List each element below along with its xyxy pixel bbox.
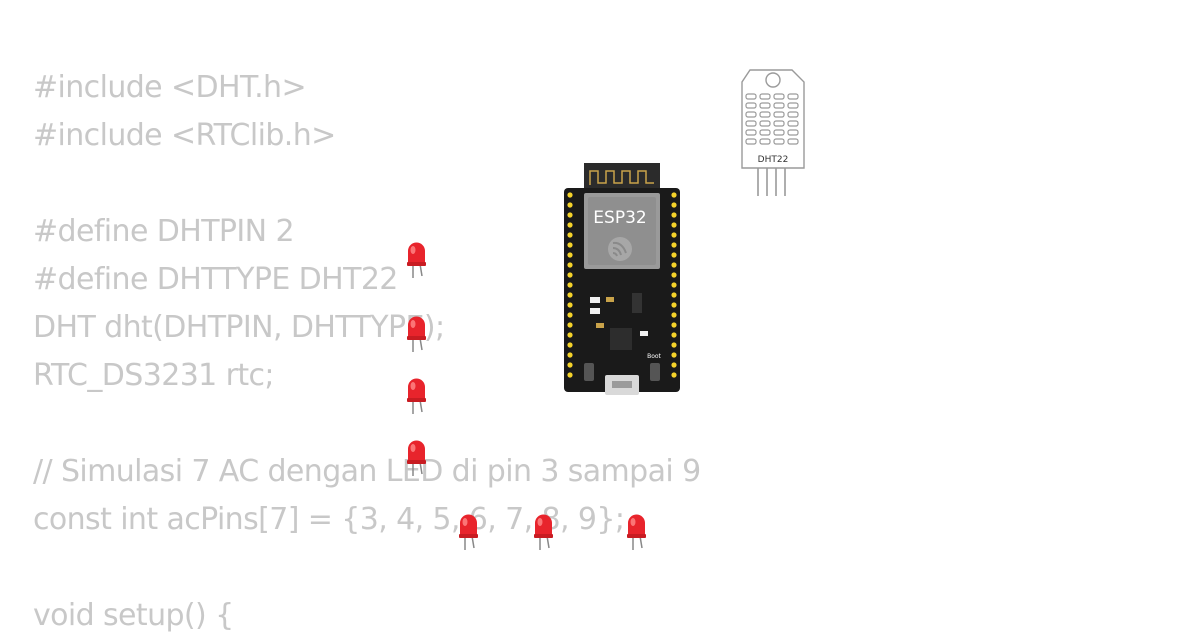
code-line: const int acPins[7] = {3, 4, 5, 6, 7, 8,… (33, 502, 625, 537)
code-line: RTC_DS3231 rtc; (33, 358, 275, 393)
code-background: #include <DHT.h> #include <RTClib.h> #defi… (33, 64, 701, 640)
led-icon (459, 514, 478, 550)
led-icon (534, 514, 553, 550)
led-6[interactable] (532, 512, 556, 552)
dht22-label: DHT22 (758, 155, 789, 165)
led-7[interactable] (625, 512, 649, 552)
esp32-board-graphic: ESP32 Boot (564, 163, 680, 395)
code-line (33, 400, 701, 448)
boot-label: Boot (647, 353, 661, 360)
led-4[interactable] (405, 438, 429, 478)
led-2[interactable] (405, 314, 429, 354)
code-line: #include <DHT.h> (33, 70, 307, 105)
led-icon (627, 514, 646, 550)
led-5[interactable] (457, 512, 481, 552)
dht22-sensor[interactable]: DHT22 (740, 68, 808, 200)
code-line: // Simulasi 7 AC dengan LED di pin 3 sam… (33, 454, 701, 489)
led-1[interactable] (405, 240, 429, 280)
esp32-label: ESP32 (593, 208, 646, 228)
code-line: #define DHTTYPE DHT22 (33, 262, 398, 297)
dht22-sensor-graphic: DHT22 (741, 69, 805, 196)
led-icon (407, 242, 426, 278)
led-icon (407, 316, 426, 352)
esp32-board[interactable]: ESP32 Boot (562, 163, 682, 399)
code-line: #define DHTPIN 2 (33, 214, 295, 249)
led-icon (407, 440, 426, 476)
code-line: #include <RTClib.h> (33, 118, 336, 153)
code-line (33, 544, 701, 592)
led-icon (407, 378, 426, 414)
code-line: void setup() { (33, 598, 234, 633)
led-3[interactable] (405, 376, 429, 416)
